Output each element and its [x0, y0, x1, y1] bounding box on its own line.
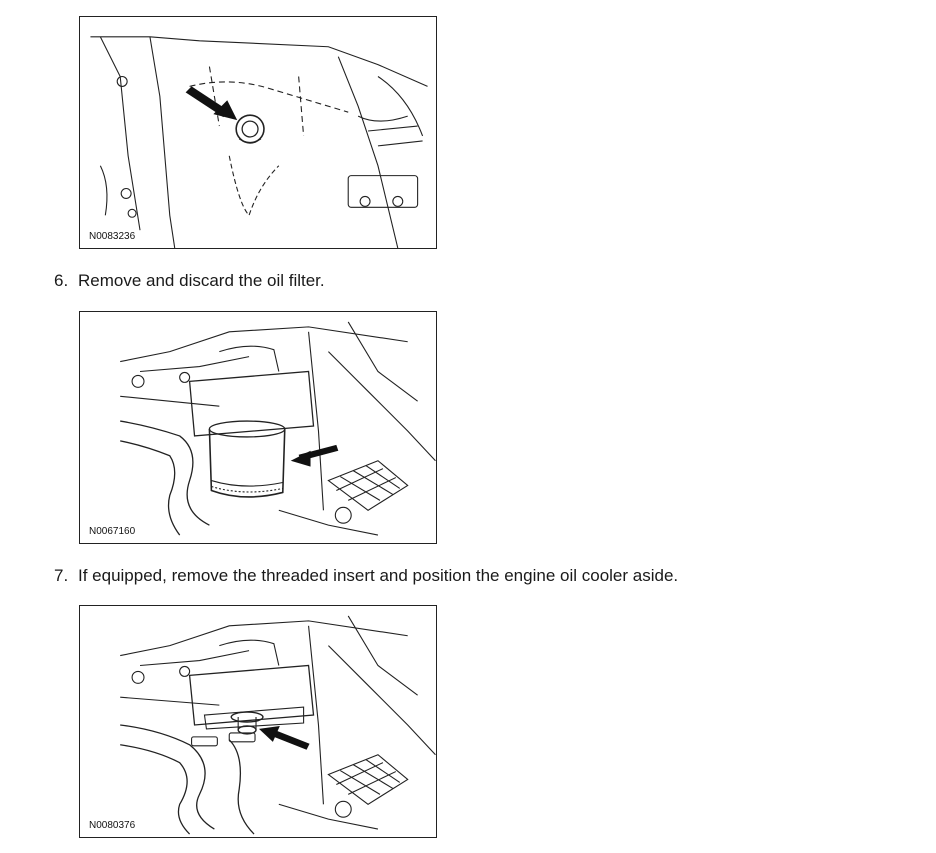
figure-oil-filter: N0067160	[79, 311, 437, 544]
oil-filter-illustration	[120, 321, 436, 536]
instruction-step-6: 6. Remove and discard the oil filter.	[54, 271, 325, 291]
step-number: 7.	[54, 566, 69, 585]
figure-code: N0080376	[88, 820, 137, 831]
threaded-insert-illustration	[120, 615, 436, 835]
oil-pan-drain-plug-illustration	[90, 36, 428, 248]
figure-drain-plug: N0083236	[79, 16, 437, 249]
figure-code: N0083236	[88, 231, 137, 242]
step-text: If equipped, remove the threaded insert …	[78, 566, 679, 585]
figure-code: N0067160	[88, 526, 137, 537]
instruction-step-7: 7. If equipped, remove the threaded inser…	[54, 566, 678, 586]
step-text: Remove and discard the oil filter.	[78, 271, 325, 290]
step-number: 6.	[54, 271, 69, 290]
figure-threaded-insert: N0080376	[79, 605, 437, 838]
